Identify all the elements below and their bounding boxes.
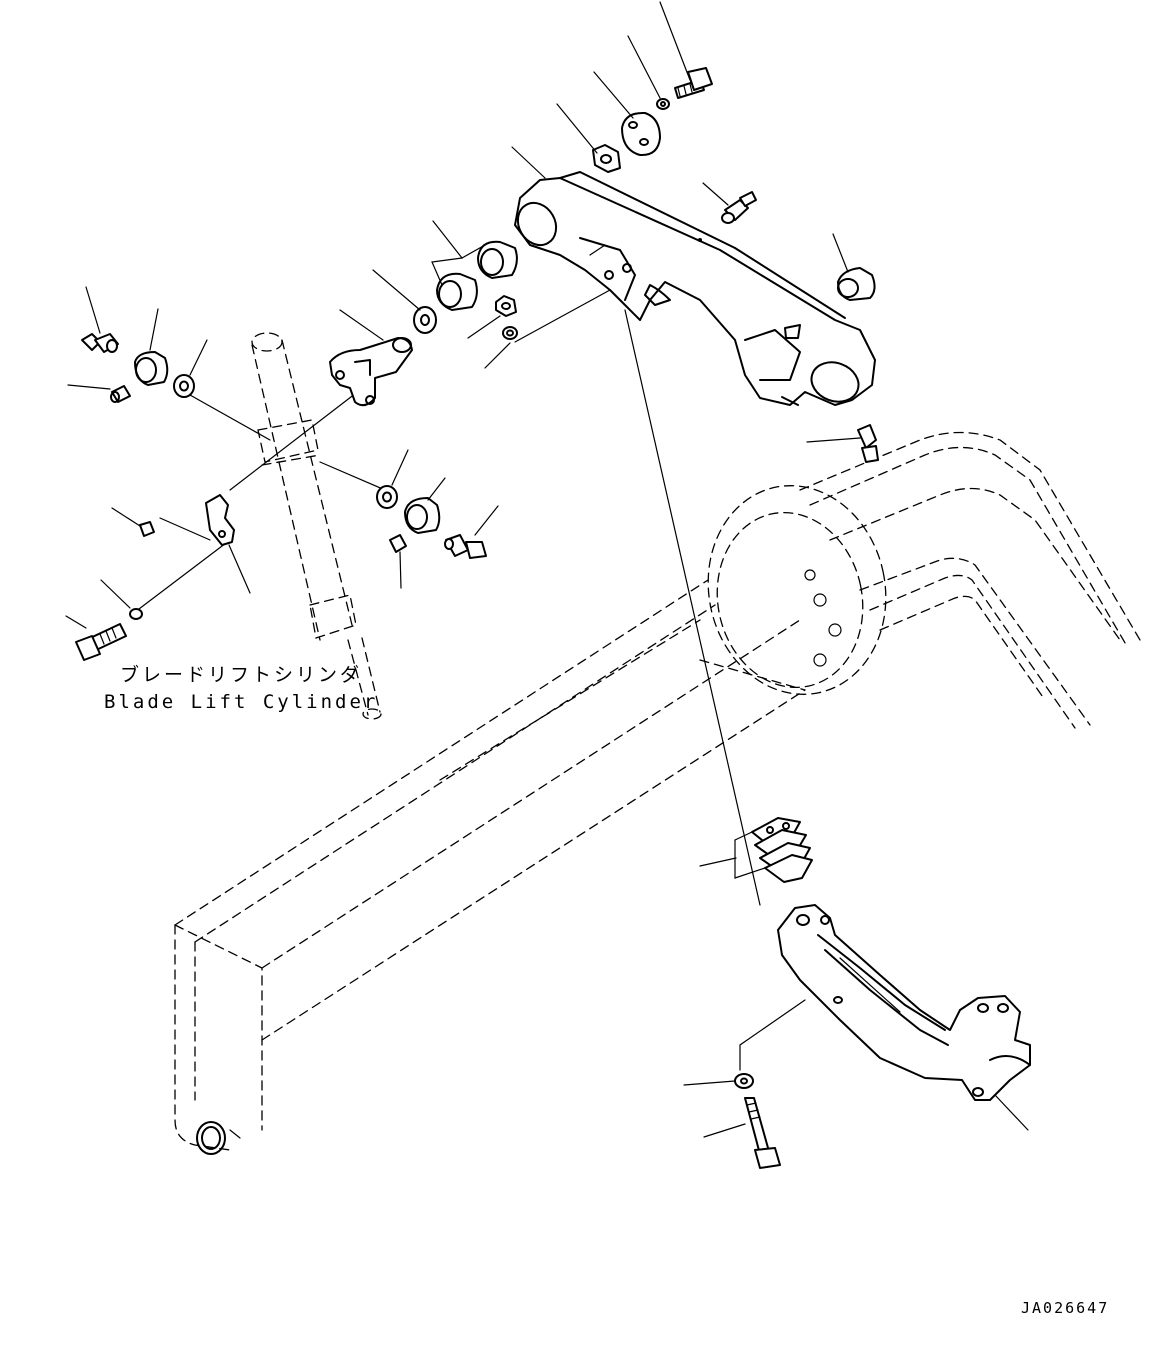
spacer-ring <box>413 306 437 334</box>
bushing-lower <box>404 497 441 534</box>
washer-middle <box>502 326 518 340</box>
clamp-bracket <box>205 494 235 546</box>
lift-arm-bracket <box>514 171 876 406</box>
shim-stack <box>734 817 813 883</box>
washer-top <box>656 98 670 110</box>
bushing-left <box>134 351 169 386</box>
leader-lines <box>65 1 1029 1138</box>
cylinder-label-jp: ブレードリフトシリンダ <box>120 663 362 686</box>
cap-plate <box>621 111 661 157</box>
grease-fitting-left <box>81 333 119 353</box>
bushing-pair <box>436 240 518 311</box>
bolt-top <box>674 67 713 99</box>
grease-fitting-lower <box>444 534 487 559</box>
drawing-reference-number: JA026647 <box>1021 1299 1109 1317</box>
washer-clamp <box>129 608 143 620</box>
yoke-pin <box>329 337 413 407</box>
bolt-clamp-small <box>139 521 155 537</box>
pin-left <box>110 385 131 403</box>
bolt-clamp-long <box>75 623 127 661</box>
assembly-axis-lines <box>134 309 761 906</box>
axle-housing <box>174 431 1141 1155</box>
grease-fitting-top <box>721 191 757 224</box>
bushing-right <box>837 267 876 301</box>
ring-lower <box>376 485 398 509</box>
grease-fitting-right <box>857 424 879 463</box>
lower-support-bracket <box>777 904 1031 1101</box>
nut-top <box>592 144 621 173</box>
washer-bottom <box>734 1073 754 1089</box>
leader-bracket-bolt <box>739 999 806 1071</box>
cylinder-label-en: Blade Lift Cylinder <box>104 691 378 713</box>
blade-lift-cylinder <box>251 332 382 720</box>
nut-middle <box>495 295 517 317</box>
ring-left <box>173 374 195 398</box>
bolt-bottom <box>744 1097 781 1169</box>
pin-lower <box>389 534 407 553</box>
